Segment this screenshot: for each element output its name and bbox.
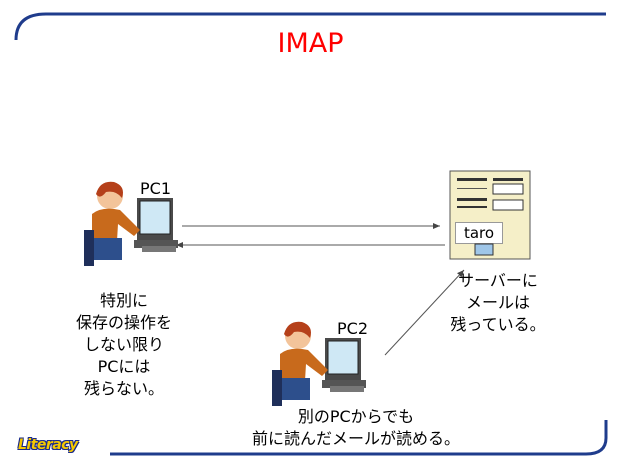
server-note-line: 残っている。 (450, 315, 546, 334)
server-note: サーバーに メールは 残っている。 (438, 270, 558, 336)
server-note-line: メールは (465, 293, 530, 312)
person-at-computer-icon (84, 181, 178, 266)
pc1-note-line: 残らない。 (83, 379, 164, 398)
pc1-note-line: 特別に (99, 291, 148, 310)
person-at-computer-icon (272, 321, 366, 406)
pc2-note-line: 別のPCからでも (297, 407, 415, 426)
pc2-label: PC2 (337, 319, 368, 338)
pc1-label: PC1 (140, 179, 171, 198)
mail-icon (474, 243, 494, 256)
arrow-pc2-to-server (384, 269, 465, 356)
pc2-note: 別のPCからでも 前に読んだメールが読める。 (246, 406, 466, 450)
server-note-line: サーバーに (458, 271, 538, 290)
pc1-note-line: PCには (97, 357, 151, 376)
pc1-note-line: 保存の操作を (75, 313, 172, 332)
slide-title: IMAP (277, 28, 344, 59)
pc2-note-line: 前に読んだメールが読める。 (251, 429, 460, 448)
pc1-note-line: しない限り (83, 335, 164, 354)
pc1-note: 特別に 保存の操作を しない限り PCには 残らない。 (60, 290, 188, 400)
literacy-logo: Literacy (18, 437, 78, 453)
server-user-label: taro (455, 222, 503, 244)
